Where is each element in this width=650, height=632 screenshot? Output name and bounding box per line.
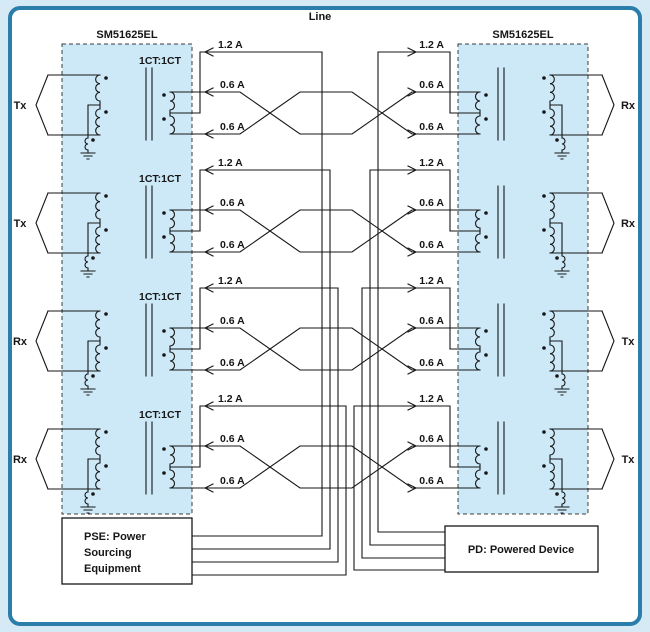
current-label: 0.6 A	[220, 475, 245, 487]
pse-box-label: Sourcing	[84, 547, 132, 559]
current-label: 0.6 A	[419, 315, 444, 327]
line-pair-wire-top	[169, 445, 481, 489]
current-arrows-left	[203, 401, 214, 493]
left-chip-label: SM51625EL	[96, 29, 157, 41]
current-label: 0.6 A	[220, 79, 245, 91]
port-label-left: Rx	[13, 454, 28, 466]
current-arrows-left	[203, 47, 214, 139]
pd-power-tap-wire	[361, 287, 451, 559]
current-label: 0.6 A	[220, 357, 245, 369]
line-pair-wire-bottom	[169, 209, 481, 253]
current-arrows-right	[407, 283, 418, 375]
current-label: 1.2 A	[218, 393, 243, 405]
current-label: 0.6 A	[419, 475, 444, 487]
port-bracket-right	[601, 428, 615, 490]
port-bracket-left	[35, 74, 49, 136]
port-bracket-right	[601, 74, 615, 136]
current-label: 0.6 A	[419, 433, 444, 445]
ratio-label: 1CT:1CT	[139, 409, 182, 421]
current-label: 0.6 A	[419, 239, 444, 251]
pse-power-tap-wire	[191, 405, 347, 576]
current-label: 1.2 A	[218, 275, 243, 287]
current-arrows-right	[407, 47, 418, 139]
current-label: 1.2 A	[419, 39, 444, 51]
current-label: 0.6 A	[419, 79, 444, 91]
current-label: 1.2 A	[218, 39, 243, 51]
current-label: 1.2 A	[419, 275, 444, 287]
port-label-right: Rx	[621, 218, 636, 230]
line-pair-wire-top	[169, 91, 481, 135]
current-label: 0.6 A	[419, 121, 444, 133]
port-bracket-left	[35, 428, 49, 490]
current-arrows-right	[407, 401, 418, 493]
port-label-left: Tx	[14, 100, 28, 112]
line-pair-wire-bottom	[169, 91, 481, 135]
port-label-left: Rx	[13, 336, 28, 348]
pd-power-tap-wire	[353, 405, 451, 571]
pd-box-label: PD: Powered Device	[468, 544, 574, 556]
pse-power-tap-wire	[191, 287, 339, 563]
current-arrows-left	[203, 165, 214, 257]
pd-box	[444, 525, 599, 573]
current-label: 0.6 A	[419, 357, 444, 369]
line-pair-wire-bottom	[169, 327, 481, 371]
ratio-label: 1CT:1CT	[139, 173, 182, 185]
port-bracket-left	[35, 192, 49, 254]
pd-power-tap-wire	[369, 169, 451, 546]
current-label: 0.6 A	[220, 433, 245, 445]
line-pair-wire-top	[169, 327, 481, 371]
channel-row-1: 1CT:1CT 1.2 A 0.6 A 0.6 A 1.2 A 0.6 A 0.…	[14, 39, 636, 537]
pse-power-tap-wire	[191, 169, 331, 550]
port-bracket-right	[601, 192, 615, 254]
port-label-right: Rx	[621, 100, 636, 112]
port-bracket-right	[601, 310, 615, 372]
port-label-right: Tx	[622, 454, 636, 466]
current-label: 0.6 A	[220, 315, 245, 327]
line-pair-wire-top	[169, 209, 481, 253]
current-label: 0.6 A	[419, 197, 444, 209]
pse-box-label: Equipment	[84, 563, 141, 575]
current-arrows-left	[203, 283, 214, 375]
right-chip-label: SM51625EL	[492, 29, 553, 41]
line-pair-wire-bottom	[169, 445, 481, 489]
port-bracket-left	[35, 310, 49, 372]
current-label: 0.6 A	[220, 197, 245, 209]
pd-power-tap-wire	[377, 51, 451, 533]
pse-box-label: PSE: Power	[84, 531, 146, 543]
ratio-label: 1CT:1CT	[139, 55, 182, 67]
current-arrows-right	[407, 165, 418, 257]
port-label-right: Tx	[622, 336, 636, 348]
right-chip-region	[457, 43, 589, 515]
pse-power-tap-wire	[191, 51, 323, 537]
channel-row-3: 1CT:1CT 1.2 A 0.6 A 0.6 A 1.2 A 0.6 A 0.…	[13, 275, 636, 563]
current-label: 1.2 A	[419, 393, 444, 405]
current-label: 0.6 A	[220, 121, 245, 133]
current-label: 0.6 A	[220, 239, 245, 251]
channel-row-2: 1CT:1CT 1.2 A 0.6 A 0.6 A 1.2 A 0.6 A 0.…	[14, 157, 636, 550]
left-chip-region	[61, 43, 193, 515]
current-label: 1.2 A	[218, 157, 243, 169]
port-label-left: Tx	[14, 218, 28, 230]
channel-row-4: 1CT:1CT 1.2 A 0.6 A 0.6 A 1.2 A 0.6 A 0.…	[13, 393, 636, 576]
pse-box	[61, 517, 193, 585]
current-label: 1.2 A	[419, 157, 444, 169]
ratio-label: 1CT:1CT	[139, 291, 182, 303]
line-label: Line	[309, 11, 332, 23]
